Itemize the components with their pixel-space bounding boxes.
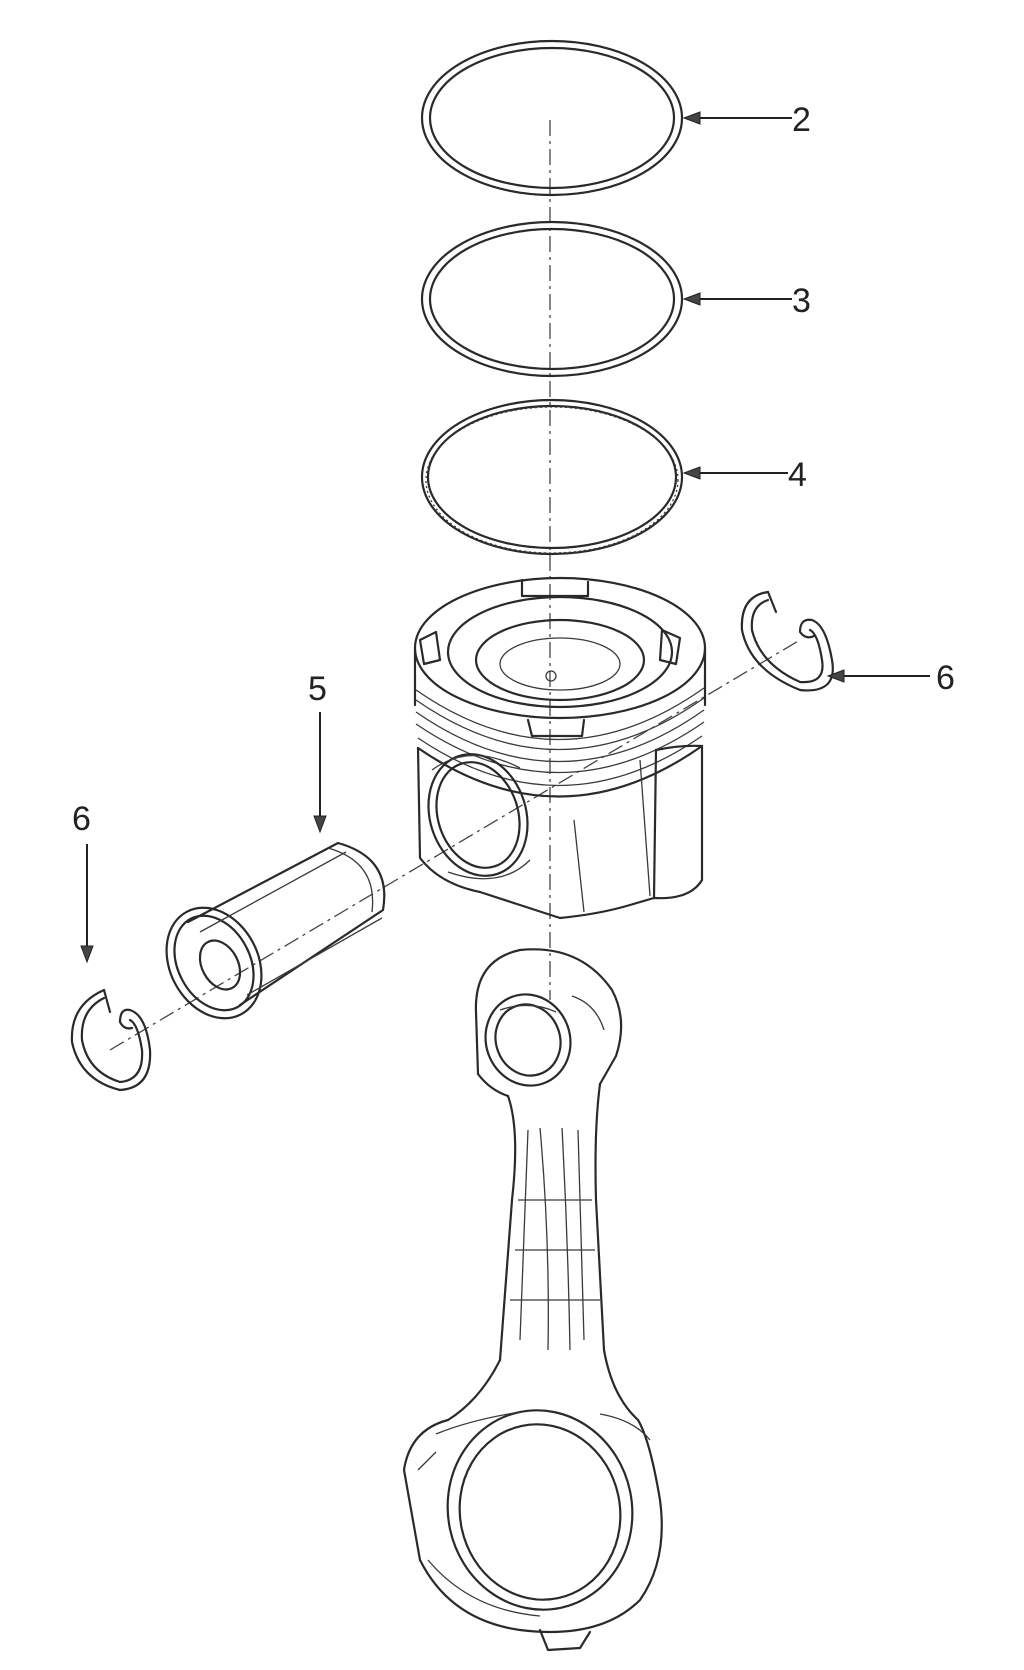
leader-lines (80, 111, 930, 964)
arrow-circlip-left (80, 945, 94, 964)
circlip-left (70, 988, 152, 1092)
center-axes (109, 120, 801, 1051)
callout-circlip-right: 6 (936, 659, 955, 697)
callout-ring-second: 3 (792, 282, 811, 320)
arrow-circlip-right (826, 669, 845, 683)
callout-ring-top: 2 (792, 101, 811, 139)
arrow-piston-pin (313, 815, 327, 834)
callout-circlip-left: 6 (72, 800, 91, 838)
piston-ring-oil (420, 398, 684, 556)
arrow-ring-second (682, 292, 701, 306)
piston-ring-top (420, 39, 684, 197)
callout-piston-pin: 5 (308, 670, 327, 708)
pin-axis (109, 639, 801, 1051)
callout-labels: 2 3 4 6 5 6 (72, 101, 955, 838)
arrow-ring-top (682, 111, 701, 125)
piston-pin (165, 841, 386, 1020)
piston (413, 576, 707, 920)
connecting-rod (402, 948, 663, 1652)
piston-ring-second (420, 220, 684, 378)
arrow-ring-oil (682, 466, 701, 480)
circlip-right (740, 590, 834, 692)
callout-ring-oil: 4 (788, 456, 807, 494)
